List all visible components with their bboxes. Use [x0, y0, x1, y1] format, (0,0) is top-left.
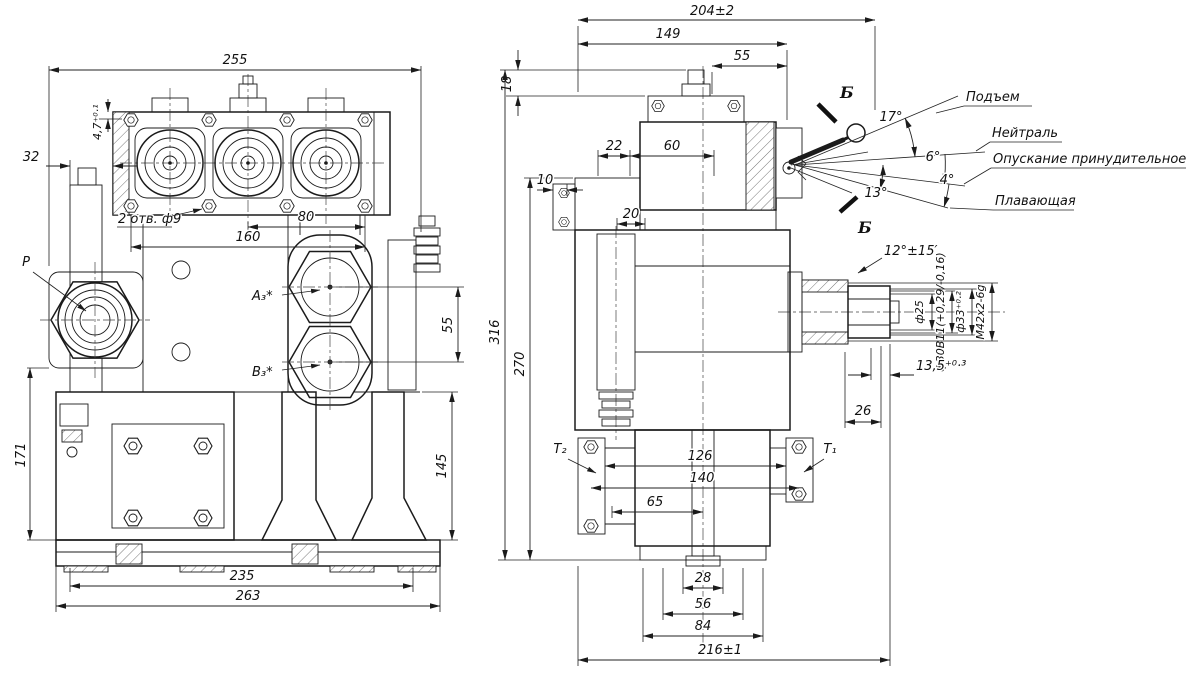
dim-216: 216±1 [698, 643, 742, 658]
lever-position-diagram: 17° 6° 4° 13° Подъем Нейтраль Опускание … [794, 82, 1188, 239]
dim-140: 140 [690, 471, 715, 486]
dim-20: 20 [623, 207, 640, 222]
dim-13-5: 13,5⁺⁰·³ [916, 359, 966, 374]
angle-13: 13° [864, 186, 887, 201]
dim-171: 171 [14, 443, 29, 468]
right-view-dimensions: 204±2 149 55 18 316 270 22 60 10 [487, 3, 998, 666]
dim-160: 160 [236, 230, 261, 245]
dim-80: 80 [298, 210, 315, 225]
dim-26: 26 [855, 404, 872, 419]
position-floating: Плавающая [995, 194, 1076, 209]
leg [260, 391, 338, 541]
section-mark-b-bottom: Б [857, 218, 872, 237]
control-lever [775, 123, 869, 199]
dim-84: 84 [695, 619, 712, 634]
valve-block [112, 111, 391, 216]
dim-149: 149 [656, 27, 681, 42]
dim-dia25: ф25 [913, 300, 926, 323]
dim-204: 204±2 [690, 4, 734, 19]
dim-10: 10 [537, 173, 554, 188]
dim-60: 60 [664, 139, 681, 154]
dim-55-right: 55 [734, 49, 751, 64]
dim-dia30: ф30В11(+0,29/-0,16) [934, 252, 947, 371]
base [55, 539, 441, 567]
dim-thread-m42: М42х2-6g [974, 285, 987, 340]
dim-32: 32 [23, 150, 40, 165]
dim-4-7: 4,7⁺⁰·¹ [91, 104, 104, 140]
left-view-dimensions: 255 32 4,7⁺⁰·¹ 2 отв. ф9 80 160 P A₃* B₃… [13, 52, 464, 612]
left-view [40, 74, 441, 573]
position-lift: Подъем [966, 90, 1020, 105]
holes-label: 2 отв. ф9 [118, 212, 181, 227]
dim-22: 22 [606, 139, 623, 154]
dim-55-left: 55 [441, 317, 456, 334]
dim-dia33: ф33⁺⁰·² [954, 291, 967, 333]
dim-316: 316 [488, 320, 503, 345]
dim-18: 18 [500, 76, 515, 93]
port-p-label: P [22, 255, 30, 270]
dim-263: 263 [236, 589, 261, 604]
dim-56: 56 [695, 597, 712, 612]
dim-65: 65 [647, 495, 664, 510]
angle-17: 17° [879, 110, 902, 125]
angle-6: 6° [926, 150, 941, 165]
section-mark-b-top: Б [839, 83, 854, 102]
right-view [552, 66, 1005, 650]
port-t1-label: T₁ [823, 442, 836, 457]
dim-235: 235 [230, 569, 255, 584]
dim-seat-angle: 12°±15′ [884, 244, 937, 259]
dim-145: 145 [435, 454, 450, 479]
dim-28: 28 [695, 571, 712, 586]
threaded-port-boss [787, 271, 900, 353]
position-forced-lowering: Опускание принудительное [993, 152, 1186, 167]
leg [350, 391, 428, 541]
lever-arm [788, 137, 846, 165]
dim-270: 270 [513, 352, 528, 377]
dim-126: 126 [688, 449, 713, 464]
port-t2-label: T₂ [553, 442, 566, 457]
angle-4: 4° [940, 173, 955, 188]
bonnet-section [745, 121, 775, 211]
port-b3-label: B₃* [252, 365, 273, 380]
position-neutral: Нейтраль [992, 126, 1058, 141]
port-a3-label: A₃* [251, 289, 273, 304]
dim-255: 255 [223, 53, 248, 68]
